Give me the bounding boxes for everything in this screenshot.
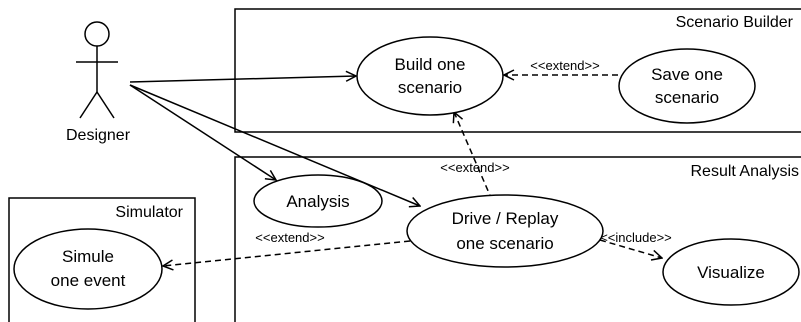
scenario-builder-title: Scenario Builder [676,14,794,31]
use-case-visualize: Visualize [662,238,800,306]
simulator-title: Simulator [115,204,183,221]
use-case-drive: Drive / Replay one scenario [406,194,604,268]
save-line2: scenario [655,88,719,107]
scenario-builder-boundary: Scenario Builder [234,8,801,133]
drive-line1: Drive / Replay [452,209,559,228]
save-line1: Save one [651,65,723,84]
drive-line2: one scenario [456,234,553,253]
visualize-label: Visualize [697,263,765,282]
use-case-simule: Simule one event [13,228,163,310]
result-analysis-boundary: Result Analysis [234,156,801,322]
build-line2: scenario [398,78,462,97]
build-line1: Build one [395,55,466,74]
assoc-drive [129,84,420,206]
rel-drive-build [454,112,493,201]
extend-label-save: <<extend>> [530,58,599,73]
rel-drive-visualize [599,239,662,258]
simule-line1: Simule [62,247,114,266]
associations [129,76,420,206]
designer-label: Designer [66,127,131,144]
assoc-analysis [129,84,276,180]
extend-label-drive-build: <<extend>> [440,160,509,175]
rel-drive-simule [163,240,411,266]
include-label-drive-visualize: <<include>> [600,230,672,245]
simule-line2: one event [51,271,126,290]
assoc-build [129,76,356,83]
designer-actor [76,21,118,119]
use-case-build: Build one scenario [356,36,504,116]
analysis-label: Analysis [286,192,349,211]
extend-label-drive-simule: <<extend>> [255,230,324,245]
use-case-analysis: Analysis [253,174,383,228]
simulator-boundary: Simulator [8,197,196,322]
relations [163,75,662,266]
use-case-save: Save one scenario [618,48,756,124]
result-analysis-title: Result Analysis [691,163,800,180]
